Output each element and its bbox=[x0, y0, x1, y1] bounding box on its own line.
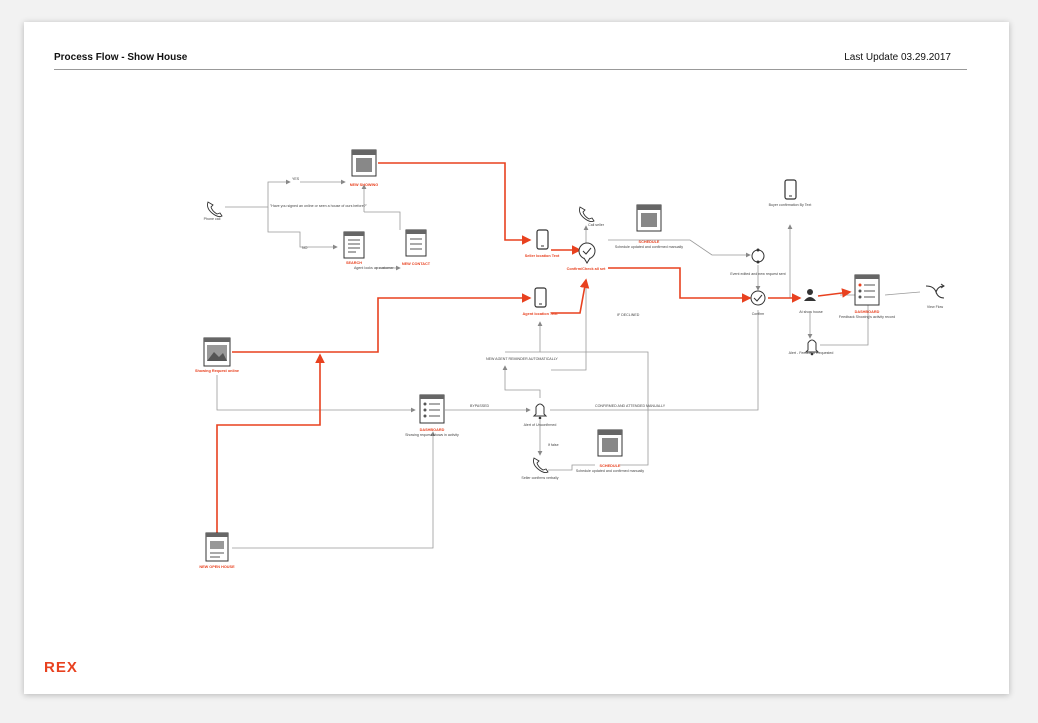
mobile-phone-icon bbox=[534, 287, 547, 308]
refresh-icon bbox=[751, 248, 765, 264]
search-label: SEARCH bbox=[346, 261, 362, 265]
event-edited-label: Event edited and new request sent bbox=[730, 272, 785, 276]
mobile-phone-icon bbox=[536, 229, 549, 250]
at-show-house-label: At show house bbox=[799, 310, 823, 314]
phone-icon bbox=[533, 457, 549, 474]
new-showing-label: NEW SHOWING bbox=[350, 183, 379, 187]
merge-arrow-icon bbox=[925, 283, 945, 299]
header-divider bbox=[54, 69, 967, 70]
search-sub-label: Agent looks up customer bbox=[354, 266, 394, 270]
last-update-date: Last Update 03.29.2017 bbox=[844, 52, 951, 63]
phone-icon bbox=[207, 201, 223, 218]
grey-connectors bbox=[216, 179, 921, 549]
schedule-bottom-sub-label: Schedule updated and confirmed manually bbox=[576, 469, 644, 473]
document-icon bbox=[343, 231, 365, 259]
confirm-check-label: Confirm/Check all set bbox=[567, 267, 607, 271]
check-bubble-icon bbox=[750, 290, 766, 306]
question-label: "Have you signed an online or seen a hou… bbox=[270, 204, 368, 208]
confirm-label: Confirm bbox=[752, 312, 765, 316]
bell-icon bbox=[532, 403, 548, 420]
phone-call-label: Phone call bbox=[204, 217, 221, 221]
schedule-top-label: SCHEDULE bbox=[639, 240, 660, 244]
bell-icon bbox=[804, 339, 820, 356]
alert-unconfirmed-label: Alert of Unconfirmed bbox=[524, 423, 557, 427]
image-icon bbox=[203, 337, 231, 367]
dashboard-list-icon bbox=[419, 394, 445, 424]
dashboard-mid-label: DASHBOARD bbox=[420, 428, 445, 432]
calendar-icon bbox=[351, 149, 377, 177]
open-house-form-icon bbox=[205, 532, 229, 562]
contact-form-icon bbox=[405, 229, 427, 257]
yes-label: YES bbox=[292, 177, 300, 181]
agent-text-label: Agent location Text bbox=[523, 312, 559, 316]
dashboard-mid-sub-label: Showing request shows in activity bbox=[405, 433, 459, 437]
if-false-label: If false bbox=[548, 443, 559, 447]
new-agent-request-label: NEW AGENT REMINDER AUTOMATICALLY bbox=[486, 357, 558, 361]
schedule-bottom-label: SCHEDULE bbox=[600, 464, 621, 468]
dashboard-list-icon bbox=[854, 274, 880, 306]
calendar-icon bbox=[636, 204, 662, 232]
phone-icon bbox=[579, 206, 595, 223]
check-bubble-icon bbox=[578, 242, 596, 264]
rex-logo: REX bbox=[44, 659, 78, 676]
seller-confirms-label: Seller confirms verbally bbox=[521, 476, 558, 480]
new-open-house-label: NEW OPEN HOUSE bbox=[199, 565, 235, 569]
primary-path bbox=[216, 162, 852, 535]
view-flow-label: View Flow bbox=[927, 305, 944, 309]
bypassed-label: BYPASSED bbox=[470, 404, 490, 408]
person-icon bbox=[804, 289, 816, 301]
buyer-confirm-label: Buyer confirmation By Text bbox=[769, 203, 812, 207]
no-label: NO bbox=[302, 246, 308, 250]
page-title: Process Flow - Show House bbox=[54, 52, 188, 63]
new-contact-label: NEW CONTACT bbox=[402, 262, 431, 266]
alert-feedback-label: Alert - Feedback Requested bbox=[789, 351, 834, 355]
confirmed-manual-label: CONFIRMED AND ATTENDED MANUALLY bbox=[595, 404, 666, 408]
schedule-top-sub-label: Schedule updated and confirmed manually bbox=[615, 245, 683, 249]
mobile-phone-icon bbox=[784, 179, 797, 200]
calendar-icon bbox=[597, 429, 623, 457]
dashboard-right-label: DASHBOARD bbox=[855, 310, 880, 314]
seller-text-label: Seller location Text bbox=[525, 254, 560, 258]
call-seller-label: Call seller bbox=[588, 223, 605, 227]
dashboard-right-sub-label: Feedback Showing's activity record bbox=[839, 315, 895, 319]
diagram-sheet: Process Flow - Show House Last Update 03… bbox=[24, 22, 1009, 694]
if-declined-label: IF DECLINED bbox=[617, 313, 640, 317]
showing-request-label: Showing Request online bbox=[195, 369, 239, 373]
